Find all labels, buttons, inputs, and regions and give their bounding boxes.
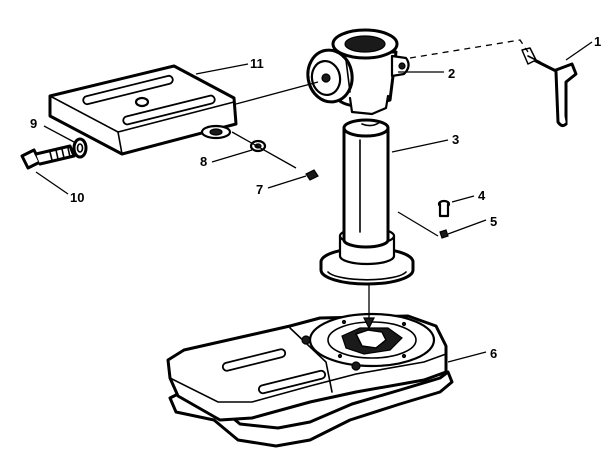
- callout-4: 4: [478, 188, 486, 203]
- callout-6: 6: [490, 346, 497, 361]
- part-head-clamp: [306, 28, 410, 116]
- callout-3: 3: [452, 132, 459, 147]
- table-slot-front: [122, 94, 216, 126]
- table-slot-rear: [82, 74, 174, 106]
- callout-8: 8: [200, 154, 207, 169]
- callout-11: 11: [250, 56, 264, 71]
- callout-1: 1: [594, 34, 601, 49]
- part-washer-9: [72, 137, 88, 159]
- part-table: [48, 64, 238, 156]
- base-hole-front: [351, 361, 361, 371]
- part-base: [166, 312, 454, 448]
- handle-assembly-line: [409, 39, 529, 59]
- table-to-head-line: [235, 81, 319, 105]
- pin-assembly-line: [397, 211, 439, 237]
- table-to-screw-line: [231, 131, 297, 169]
- part-pin-5: [439, 229, 449, 239]
- callout-10: 10: [70, 190, 84, 205]
- callout-2: 2: [448, 66, 455, 81]
- part-bolt-10: [20, 144, 76, 170]
- part-crank-handle: [521, 47, 578, 128]
- base-hole-left: [301, 335, 311, 345]
- callout-9: 9: [30, 116, 37, 131]
- part-screw-4: [437, 199, 451, 218]
- base-slot-right: [257, 369, 327, 395]
- callout-7: 7: [256, 182, 263, 197]
- callout-5: 5: [490, 214, 497, 229]
- part-column: [319, 118, 415, 286]
- part-set-screw-7: [305, 169, 319, 181]
- base-slot-left: [221, 348, 287, 372]
